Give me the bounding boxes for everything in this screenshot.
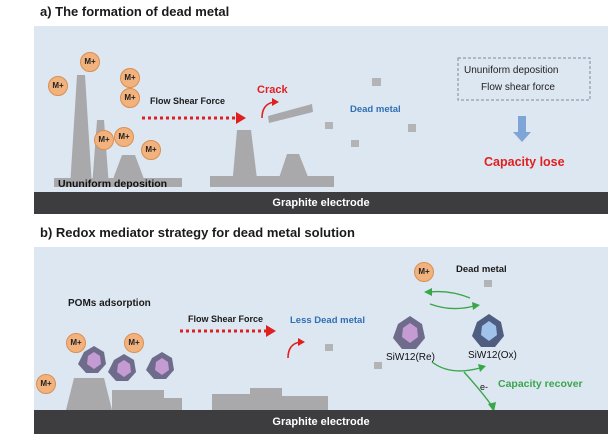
broken-base	[210, 176, 334, 187]
less-dead-metal-label: Less Dead metal	[290, 315, 365, 326]
siw-re-label: SiW12(Re)	[386, 352, 435, 363]
poms-adsorption-label: POMs adsorption	[68, 298, 151, 309]
capacity-lose-label: Capacity lose	[484, 155, 565, 169]
dead-metal-label-b: Dead metal	[456, 264, 507, 275]
cycle-arrow-top-return	[429, 303, 475, 310]
capacity-recover-label: Capacity recover	[498, 378, 583, 390]
flow-arrowhead-a	[236, 112, 246, 124]
crack-label: Crack	[257, 84, 288, 96]
debris-b-3	[374, 362, 382, 369]
dead-metal-label-a: Dead metal	[350, 104, 401, 115]
ion-a-3: M+	[48, 76, 68, 96]
ion-a-5: M+	[94, 130, 114, 150]
pom-cluster-icon-re	[393, 316, 425, 349]
debris-a-3	[325, 122, 333, 129]
cause-box	[457, 57, 591, 101]
ion-a-7: M+	[141, 140, 161, 160]
flow-label-a: Flow Shear Force	[150, 96, 226, 106]
ion-a-4: M+	[120, 88, 140, 108]
cause-box-line2: Flow shear force	[481, 82, 555, 93]
cycle-arrowhead-top	[424, 288, 432, 296]
debris-b-2	[325, 344, 333, 351]
ion-a-6: M+	[114, 127, 134, 147]
surface-deposit-1	[66, 378, 112, 410]
debris-a-2	[408, 124, 416, 132]
cycle-arrow-bottom	[431, 361, 481, 372]
flow-label-b: Flow Shear Force	[188, 314, 264, 324]
electrode-a: Graphite electrode	[34, 192, 608, 214]
panel-a-title: a) The formation of dead metal	[40, 4, 230, 19]
ion-a-1: M+	[80, 52, 100, 72]
deposit-base	[54, 178, 182, 187]
surface-deposit-3	[160, 398, 182, 410]
cracked-fragment	[268, 104, 313, 123]
cycle-arrowhead-bottom	[478, 364, 486, 372]
down-arrow-icon	[513, 116, 531, 142]
cause-box-line1: Ununiform deposition	[464, 65, 559, 76]
surface-deposit-4	[212, 394, 252, 410]
ion-b-1: M+	[66, 333, 86, 353]
surface-deposit-2	[112, 390, 164, 410]
debris-b-1	[484, 280, 492, 287]
debris-a-1	[372, 78, 381, 86]
broken-spike	[232, 130, 258, 187]
pom-cluster-icon-ox	[472, 314, 504, 347]
debris-a-4	[351, 140, 359, 147]
ion-a-2: M+	[120, 68, 140, 88]
flow-arrowhead-b	[266, 325, 276, 337]
deposition-label: Ununiform deposition	[58, 178, 168, 190]
siw-ox-label: SiW12(Ox)	[468, 350, 517, 361]
surface-deposit-6	[280, 396, 328, 410]
electron-label: e-	[480, 382, 489, 392]
panel-b-background	[34, 247, 608, 410]
less-dead-arrowhead	[298, 338, 305, 346]
ion-b-4: M+	[414, 262, 434, 282]
pom-cluster-icon-1	[78, 346, 106, 373]
cycle-arrowhead-top-return	[472, 302, 480, 310]
pom-cluster-icon-3	[146, 352, 174, 379]
cycle-arrow-top	[429, 290, 471, 299]
surface-deposit-5	[250, 388, 282, 410]
electron-arrowhead	[488, 402, 496, 412]
ion-b-2: M+	[124, 333, 144, 353]
electrode-b: Graphite electrode	[34, 410, 608, 434]
electrode-b-label: Graphite electrode	[272, 416, 370, 428]
crack-arrowhead	[272, 98, 279, 106]
deposit-spike-tall	[70, 75, 92, 187]
electrode-a-label: Graphite electrode	[272, 197, 370, 209]
ion-b-3: M+	[36, 374, 56, 394]
panel-b-title: b) Redox mediator strategy for dead meta…	[40, 225, 355, 240]
pom-cluster-icon-2	[108, 354, 136, 381]
